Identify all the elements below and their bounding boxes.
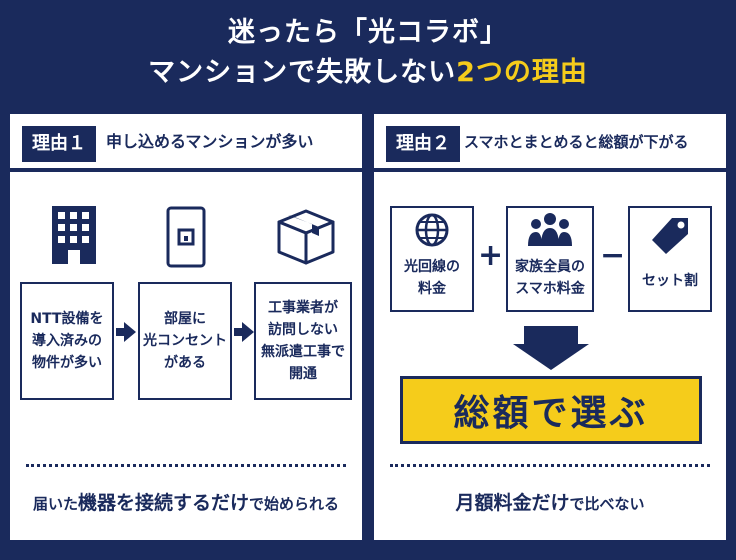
- reason-1-footer-big: 機器を接続するだけ: [77, 492, 249, 514]
- step-arrow-1: [116, 322, 136, 342]
- reason-1-footer-post: で始められる: [249, 495, 340, 513]
- reason-1-header: 理由１ 申し込めるマンションが多い: [10, 114, 362, 172]
- reason-2-footer-post: で比べない: [569, 495, 645, 513]
- item-1-box: 光回線の 料金: [390, 206, 474, 312]
- step-3-box: 工事業者が 訪問しない 無派遣工事で 開通: [254, 282, 352, 400]
- step-2-box: 部屋に 光コンセント がある: [138, 282, 232, 400]
- item-1-text: 光回線の 料金: [404, 259, 460, 297]
- plus-sign: +: [478, 238, 504, 273]
- item-3-text: セット割: [642, 273, 698, 289]
- result-text: 総額で選ぶ: [453, 393, 649, 434]
- step-3-text: 工事業者が 訪問しない 無派遣工事で 開通: [261, 300, 345, 382]
- box-icon: [277, 209, 335, 265]
- price-tag-icon: [652, 218, 688, 254]
- title-line-1: 迷ったら「光コラボ」: [228, 17, 508, 48]
- family-icon: [528, 213, 572, 246]
- reason-2-tag: 理由２: [386, 126, 460, 162]
- step-2-text: 部屋に 光コンセント がある: [143, 311, 227, 371]
- down-arrow-body: [524, 326, 578, 344]
- result-box: 総額で選ぶ: [400, 376, 702, 444]
- reason-2-footer-big: 月額料金だけ: [455, 492, 570, 514]
- building-icon: [52, 206, 96, 264]
- title-line-2-main: マンションで失敗しない: [148, 57, 457, 88]
- divider-dotted-right: [390, 464, 710, 467]
- step-arrow-2: [234, 322, 254, 342]
- reason-1-tag: 理由１: [22, 126, 96, 162]
- minus-sign: −: [600, 238, 626, 273]
- globe-icon: [415, 213, 449, 247]
- divider-dotted-left: [26, 464, 346, 467]
- title-line-2-accent: 2つの理由: [456, 57, 588, 88]
- reason-2-header: 理由２ スマホとまとめると総額が下がる: [374, 114, 726, 172]
- reason-1-footer-pre: 届いた: [32, 495, 78, 513]
- reason-1-footer: 届いた機器を接続するだけで始められる: [10, 488, 362, 515]
- outlet-icon: [166, 206, 206, 268]
- reason-1-panel: 理由１ 申し込めるマンションが多い NTT設備を 導入済みの 物件が多い 部屋に…: [8, 112, 364, 542]
- reason-1-heading: 申し込めるマンションが多い: [106, 132, 314, 151]
- reason-2-panel: 理由２ スマホとまとめると総額が下がる 光回線の 料金 + 家族全員の スマホ料…: [372, 112, 728, 542]
- item-2-box: 家族全員の スマホ料金: [506, 206, 594, 312]
- item-3-box: セット割: [628, 206, 712, 312]
- down-arrow-head: [513, 344, 589, 370]
- step-1-box: NTT設備を 導入済みの 物件が多い: [20, 282, 114, 400]
- reason-2-footer: 月額料金だけで比べない: [374, 488, 726, 515]
- item-2-text: 家族全員の スマホ料金: [515, 259, 585, 297]
- reason-2-heading: スマホとまとめると総額が下がる: [464, 133, 689, 151]
- step-1-text: NTT設備を 導入済みの 物件が多い: [30, 311, 104, 371]
- title-line-2: マンションで失敗しない2つの理由: [0, 50, 736, 89]
- title-area: 迷ったら「光コラボ」 マンションで失敗しない2つの理由: [0, 0, 736, 100]
